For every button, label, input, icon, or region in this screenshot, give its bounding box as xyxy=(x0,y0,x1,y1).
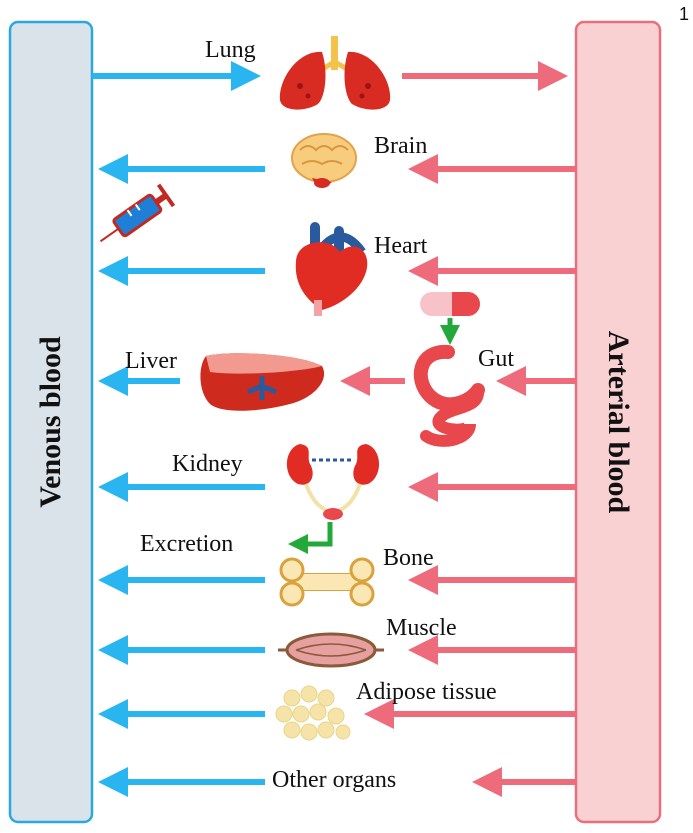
gut-label: Gut xyxy=(478,347,514,371)
venous-blood-label: Venous blood xyxy=(36,336,66,507)
excretion-label: Excretion xyxy=(140,532,233,556)
page-number: 1 xyxy=(679,4,689,25)
bone-label: Bone xyxy=(383,546,434,570)
heart-label: Heart xyxy=(374,234,427,258)
brain-label: Brain xyxy=(374,134,427,158)
arrow-bladder-to-excretion xyxy=(293,522,330,544)
other-organs-label: Other organs xyxy=(272,768,396,792)
muscle-icon xyxy=(278,634,384,666)
liver-label: Liver xyxy=(125,349,177,373)
intestine-icon xyxy=(421,352,478,441)
heart-icon xyxy=(296,222,368,316)
arterial-blood-label: Arterial blood xyxy=(603,331,633,513)
bone-icon xyxy=(281,559,373,605)
adipose-tissue-label: Adipose tissue xyxy=(356,680,497,704)
brain-icon xyxy=(292,134,356,188)
bladder-icon xyxy=(323,508,343,520)
kidney-icon xyxy=(287,444,379,510)
lungs-icon xyxy=(280,36,390,110)
syringe-icon xyxy=(93,185,173,252)
lung-label: Lung xyxy=(205,38,256,62)
kidney-label: Kidney xyxy=(172,452,243,476)
pill-icon xyxy=(420,292,480,316)
liver-icon xyxy=(200,353,324,411)
fat-cells-icon xyxy=(276,686,350,740)
muscle-label: Muscle xyxy=(386,616,457,640)
